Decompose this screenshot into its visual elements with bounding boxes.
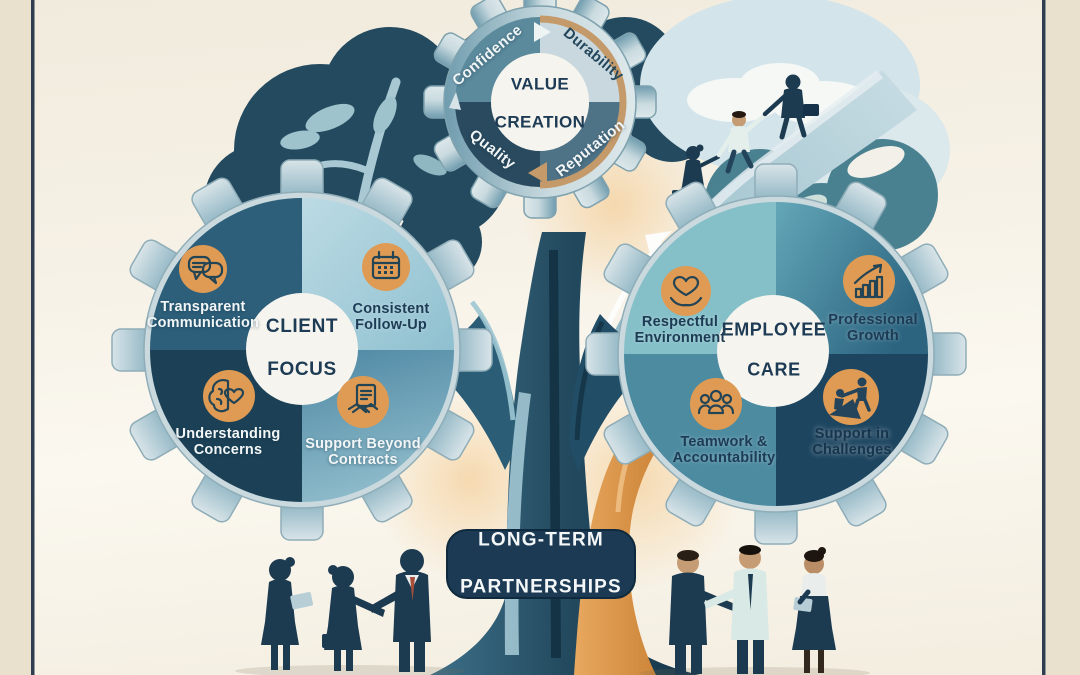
handshake-document-icon [337,376,389,428]
bottom-left-people [261,549,431,672]
segment-icons [179,243,895,430]
bottom-right-people [669,545,836,674]
cycle-arrow-top [534,22,551,42]
climbing-people [672,74,819,215]
person-man-shirt-tie [704,545,769,674]
person-woman-briefcase [322,565,385,671]
chat-bubbles-icon [179,245,227,293]
person-woman-tablet [261,557,314,670]
brain-heart-icon [203,370,255,422]
cycle-arrow-left [449,92,461,110]
hands-heart-icon [661,266,711,316]
growth-chart-icon [843,255,895,307]
value-creation-gear [423,0,657,219]
helping-climb-icon [823,369,879,425]
person-woman-tablet-right [792,547,836,673]
person-man-navy-right [669,550,735,674]
banner-plate [446,529,636,599]
team-group-icon [690,378,742,430]
climber-man-suit [762,74,819,140]
person-man-suit-left [370,549,431,672]
calendar-icon [362,243,410,291]
climber-man-shirt [716,111,767,174]
cycle-arrow-bottom [528,162,547,184]
